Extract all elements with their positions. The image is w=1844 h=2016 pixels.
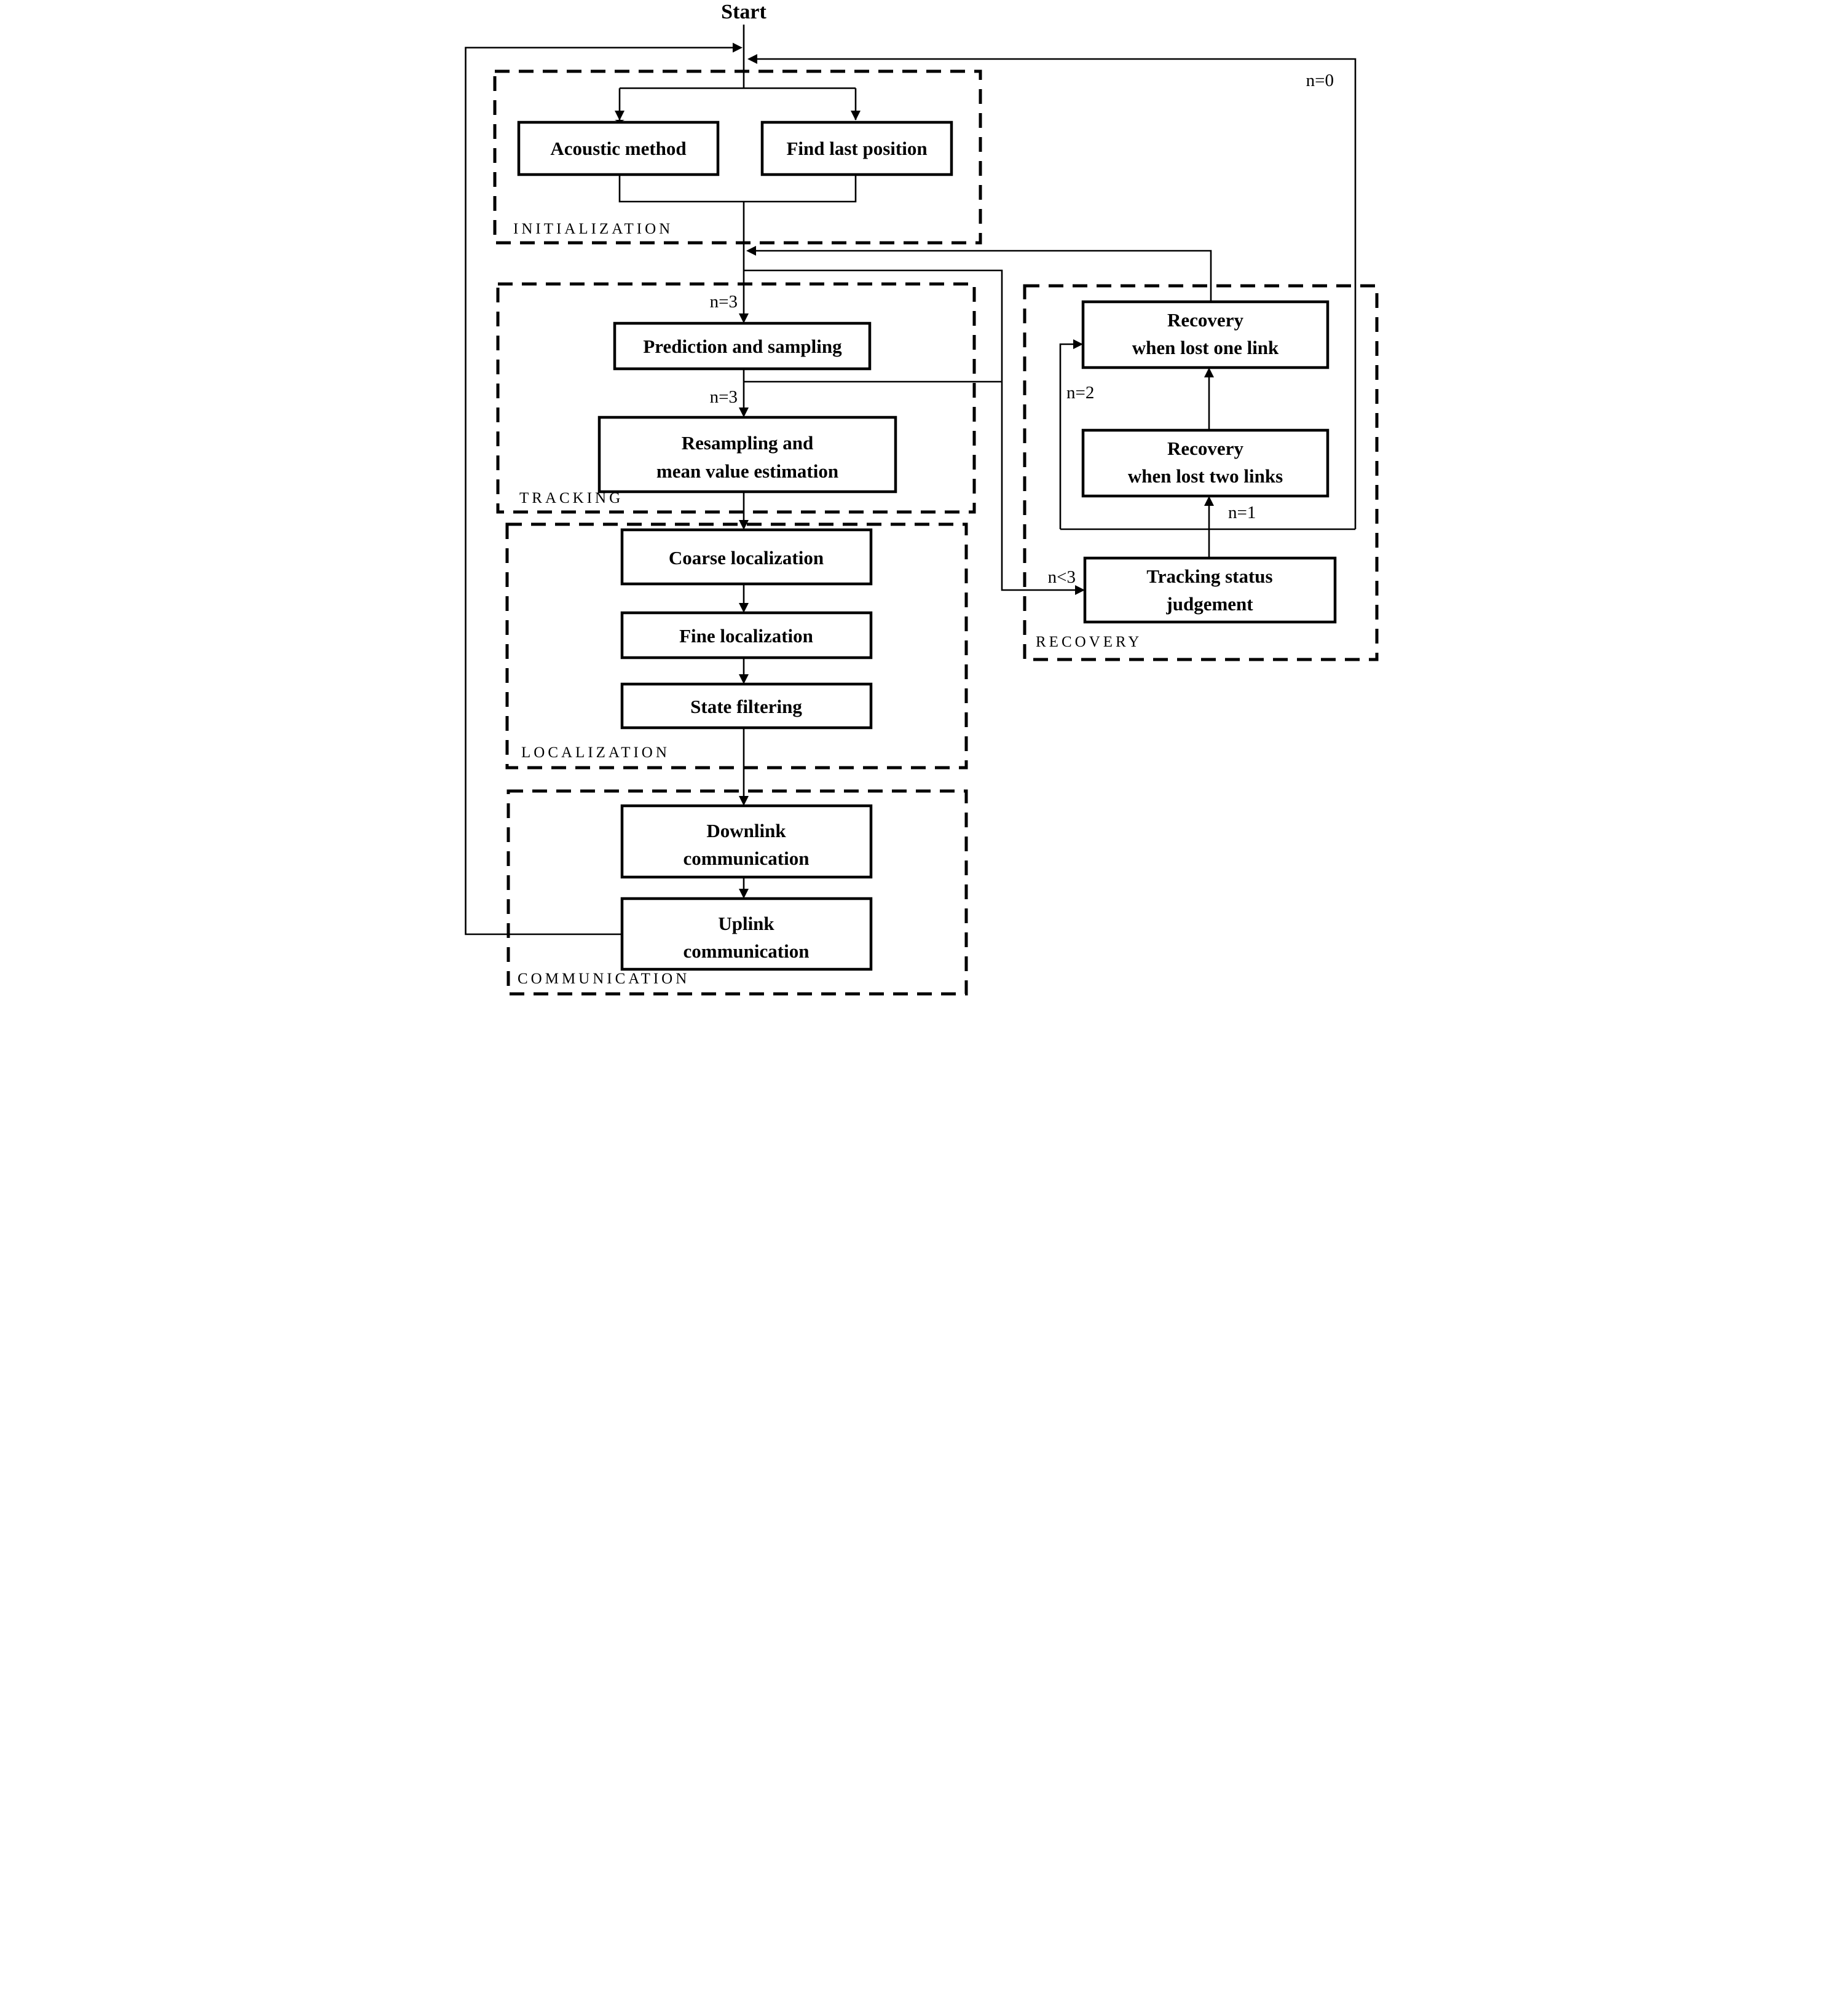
arrow-into-state	[739, 674, 749, 684]
arrow-n0-into-main	[747, 54, 757, 64]
edge-label-n3-second: n=3	[710, 387, 738, 407]
prediction-sampling-box	[613, 321, 872, 371]
section-labels: INITIALIZATION TRACKING LOCALIZATION COM…	[513, 221, 1142, 987]
edge-labels: n=3 n=3 n=0 n=1 n=2 n<3	[710, 71, 1334, 587]
arrow-into-uplink	[739, 889, 749, 899]
state-filtering-box	[620, 682, 873, 730]
resampling-box	[597, 415, 897, 494]
edge-recovery-return	[749, 250, 1212, 302]
downlink-label-line2: communication	[684, 848, 810, 869]
recovery-two-links-label-line2: when lost two links	[1128, 465, 1283, 487]
arrow-nlt3-into-judgement	[1075, 585, 1085, 595]
edge-uplink-loop	[465, 47, 738, 935]
recovery-one-link-label-line2: when lost one link	[1132, 337, 1279, 358]
acoustic-method-label: Acoustic method	[550, 138, 686, 159]
nodes: Start Acoustic method Find last position…	[517, 1, 1337, 971]
tracking-section-label: TRACKING	[519, 490, 623, 506]
downlink-label-line1: Downlink	[706, 820, 786, 841]
arrow-uplink-into-main	[733, 42, 743, 53]
communication-section-label: COMMUNICATION	[518, 971, 690, 987]
arrow-into-resampling	[739, 408, 749, 417]
arrow-into-coarse	[739, 520, 749, 530]
arrow-into-findlast	[851, 111, 861, 120]
fine-localization-label: Fine localization	[679, 625, 813, 647]
recovery-two-links-box	[1081, 428, 1330, 498]
edge-init-merge	[618, 175, 857, 203]
recovery-one-link-label-line1: Recovery	[1167, 309, 1243, 331]
arrow-into-fine	[739, 603, 749, 613]
localization-section-label: LOCALIZATION	[521, 744, 670, 761]
arrow-n1-into-recovery-two	[1204, 496, 1214, 506]
arrow-into-downlink	[739, 796, 749, 806]
localization-zone	[505, 522, 968, 770]
arrow-into-acoustic	[615, 111, 625, 122]
downlink-box	[620, 804, 873, 879]
acoustic-method-box	[517, 120, 720, 176]
edge-label-n2: n=2	[1066, 383, 1094, 403]
tracking-status-judgement-label-line2: judgement	[1165, 593, 1253, 615]
arrowheads	[615, 42, 1214, 899]
uplink-label-line1: Uplink	[718, 913, 774, 934]
edge-branch-nlt3	[744, 269, 1082, 591]
edge-n0-return	[750, 58, 1357, 529]
section-zones	[493, 69, 1379, 996]
state-filtering-label: State filtering	[690, 696, 802, 717]
communication-zone	[506, 789, 968, 996]
arrow-recovery-return	[746, 246, 756, 256]
coarse-localization-label: Coarse localization	[669, 547, 824, 569]
edge-label-nlt3: n<3	[1048, 567, 1076, 587]
recovery-one-link-box	[1081, 300, 1330, 369]
tracking-status-judgement-box	[1083, 556, 1337, 624]
coarse-localization-box	[620, 528, 873, 586]
uplink-box	[620, 897, 873, 971]
initialization-zone	[493, 69, 982, 245]
tracking-zone	[496, 282, 976, 514]
flow-edges	[465, 25, 1357, 935]
recovery-section-label: RECOVERY	[1036, 634, 1142, 650]
find-last-position-box	[760, 120, 953, 176]
arrow-into-prediction	[739, 313, 749, 323]
edge-n2-loop	[1059, 343, 1079, 529]
tracking-status-judgement-label-line1: Tracking status	[1146, 565, 1272, 587]
resampling-label-line2: mean value estimation	[656, 460, 838, 482]
find-last-position-label: Find last position	[786, 138, 927, 159]
start-label: Start	[721, 1, 766, 23]
resampling-label-line1: Resampling and	[682, 432, 813, 454]
fine-localization-box	[620, 611, 873, 660]
edge-label-n1: n=1	[1228, 503, 1256, 522]
prediction-sampling-label: Prediction and sampling	[643, 336, 842, 357]
uplink-label-line2: communication	[684, 940, 810, 962]
edge-label-n0: n=0	[1306, 71, 1334, 90]
arrow-two-into-one	[1204, 368, 1214, 377]
initialization-section-label: INITIALIZATION	[513, 221, 673, 237]
arrow-n2-into-recovery-one	[1073, 339, 1083, 349]
recovery-zone	[1023, 284, 1379, 661]
recovery-two-links-label-line1: Recovery	[1167, 438, 1243, 459]
flowchart-page: Start Acoustic method Find last position…	[461, 0, 1383, 1008]
edge-label-n3-first: n=3	[710, 292, 738, 312]
flowchart-canvas: Start Acoustic method Find last position…	[465, 1, 1379, 996]
